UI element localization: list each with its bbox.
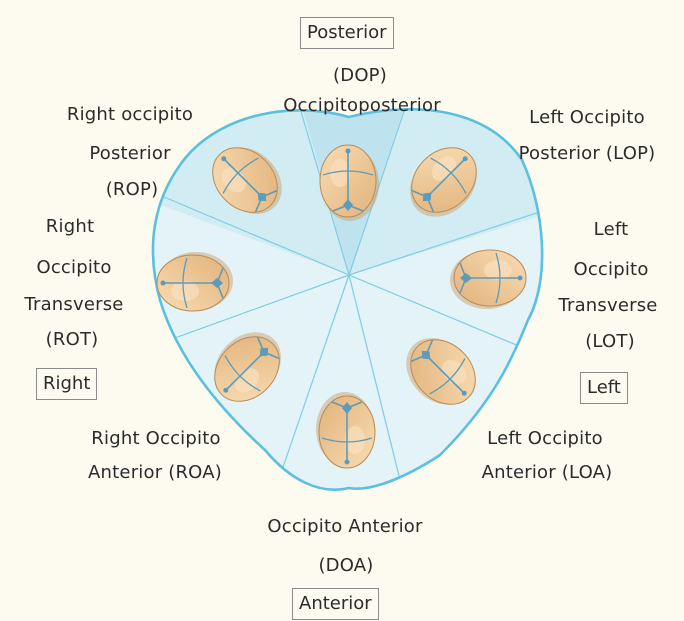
label-left: Left xyxy=(580,372,628,404)
roa-label-line2: Anterior (ROA) xyxy=(88,456,222,490)
lot-label-line1: Left xyxy=(594,213,629,247)
lop-label-line2: Posterior (LOP) xyxy=(519,137,656,171)
lot-label-line4: (LOT) xyxy=(585,325,635,359)
rop-label-line1: Right occipito xyxy=(67,98,193,132)
loa-label-line2: Anterior (LOA) xyxy=(482,456,613,490)
label-anterior: Anterior xyxy=(292,588,379,620)
rop-label-line3: (ROP) xyxy=(106,173,159,207)
lot-label-line3: Transverse xyxy=(558,289,657,323)
label-posterior: Posterior xyxy=(300,17,394,49)
roa-label-line1: Right Occipito xyxy=(91,422,220,456)
oa-label-line2: (DOA) xyxy=(318,549,373,583)
rot-label-line1: Right xyxy=(46,210,94,244)
op-label-line2: Occipitoposterior xyxy=(283,89,441,123)
rot-label-line2: Occipito xyxy=(36,251,111,285)
oa-label-line1: Occipito Anterior xyxy=(267,510,422,544)
label-right: Right xyxy=(36,368,97,400)
op-label-line1: (DOP) xyxy=(333,59,387,93)
rop-label-line2: Posterior xyxy=(89,137,170,171)
lop-label-line1: Left Occipito xyxy=(529,101,645,135)
loa-label-line1: Left Occipito xyxy=(487,422,603,456)
rot-label-line4: (ROT) xyxy=(46,323,99,357)
rot-label-line3: Transverse xyxy=(24,288,123,322)
lot-label-line2: Occipito xyxy=(573,253,648,287)
